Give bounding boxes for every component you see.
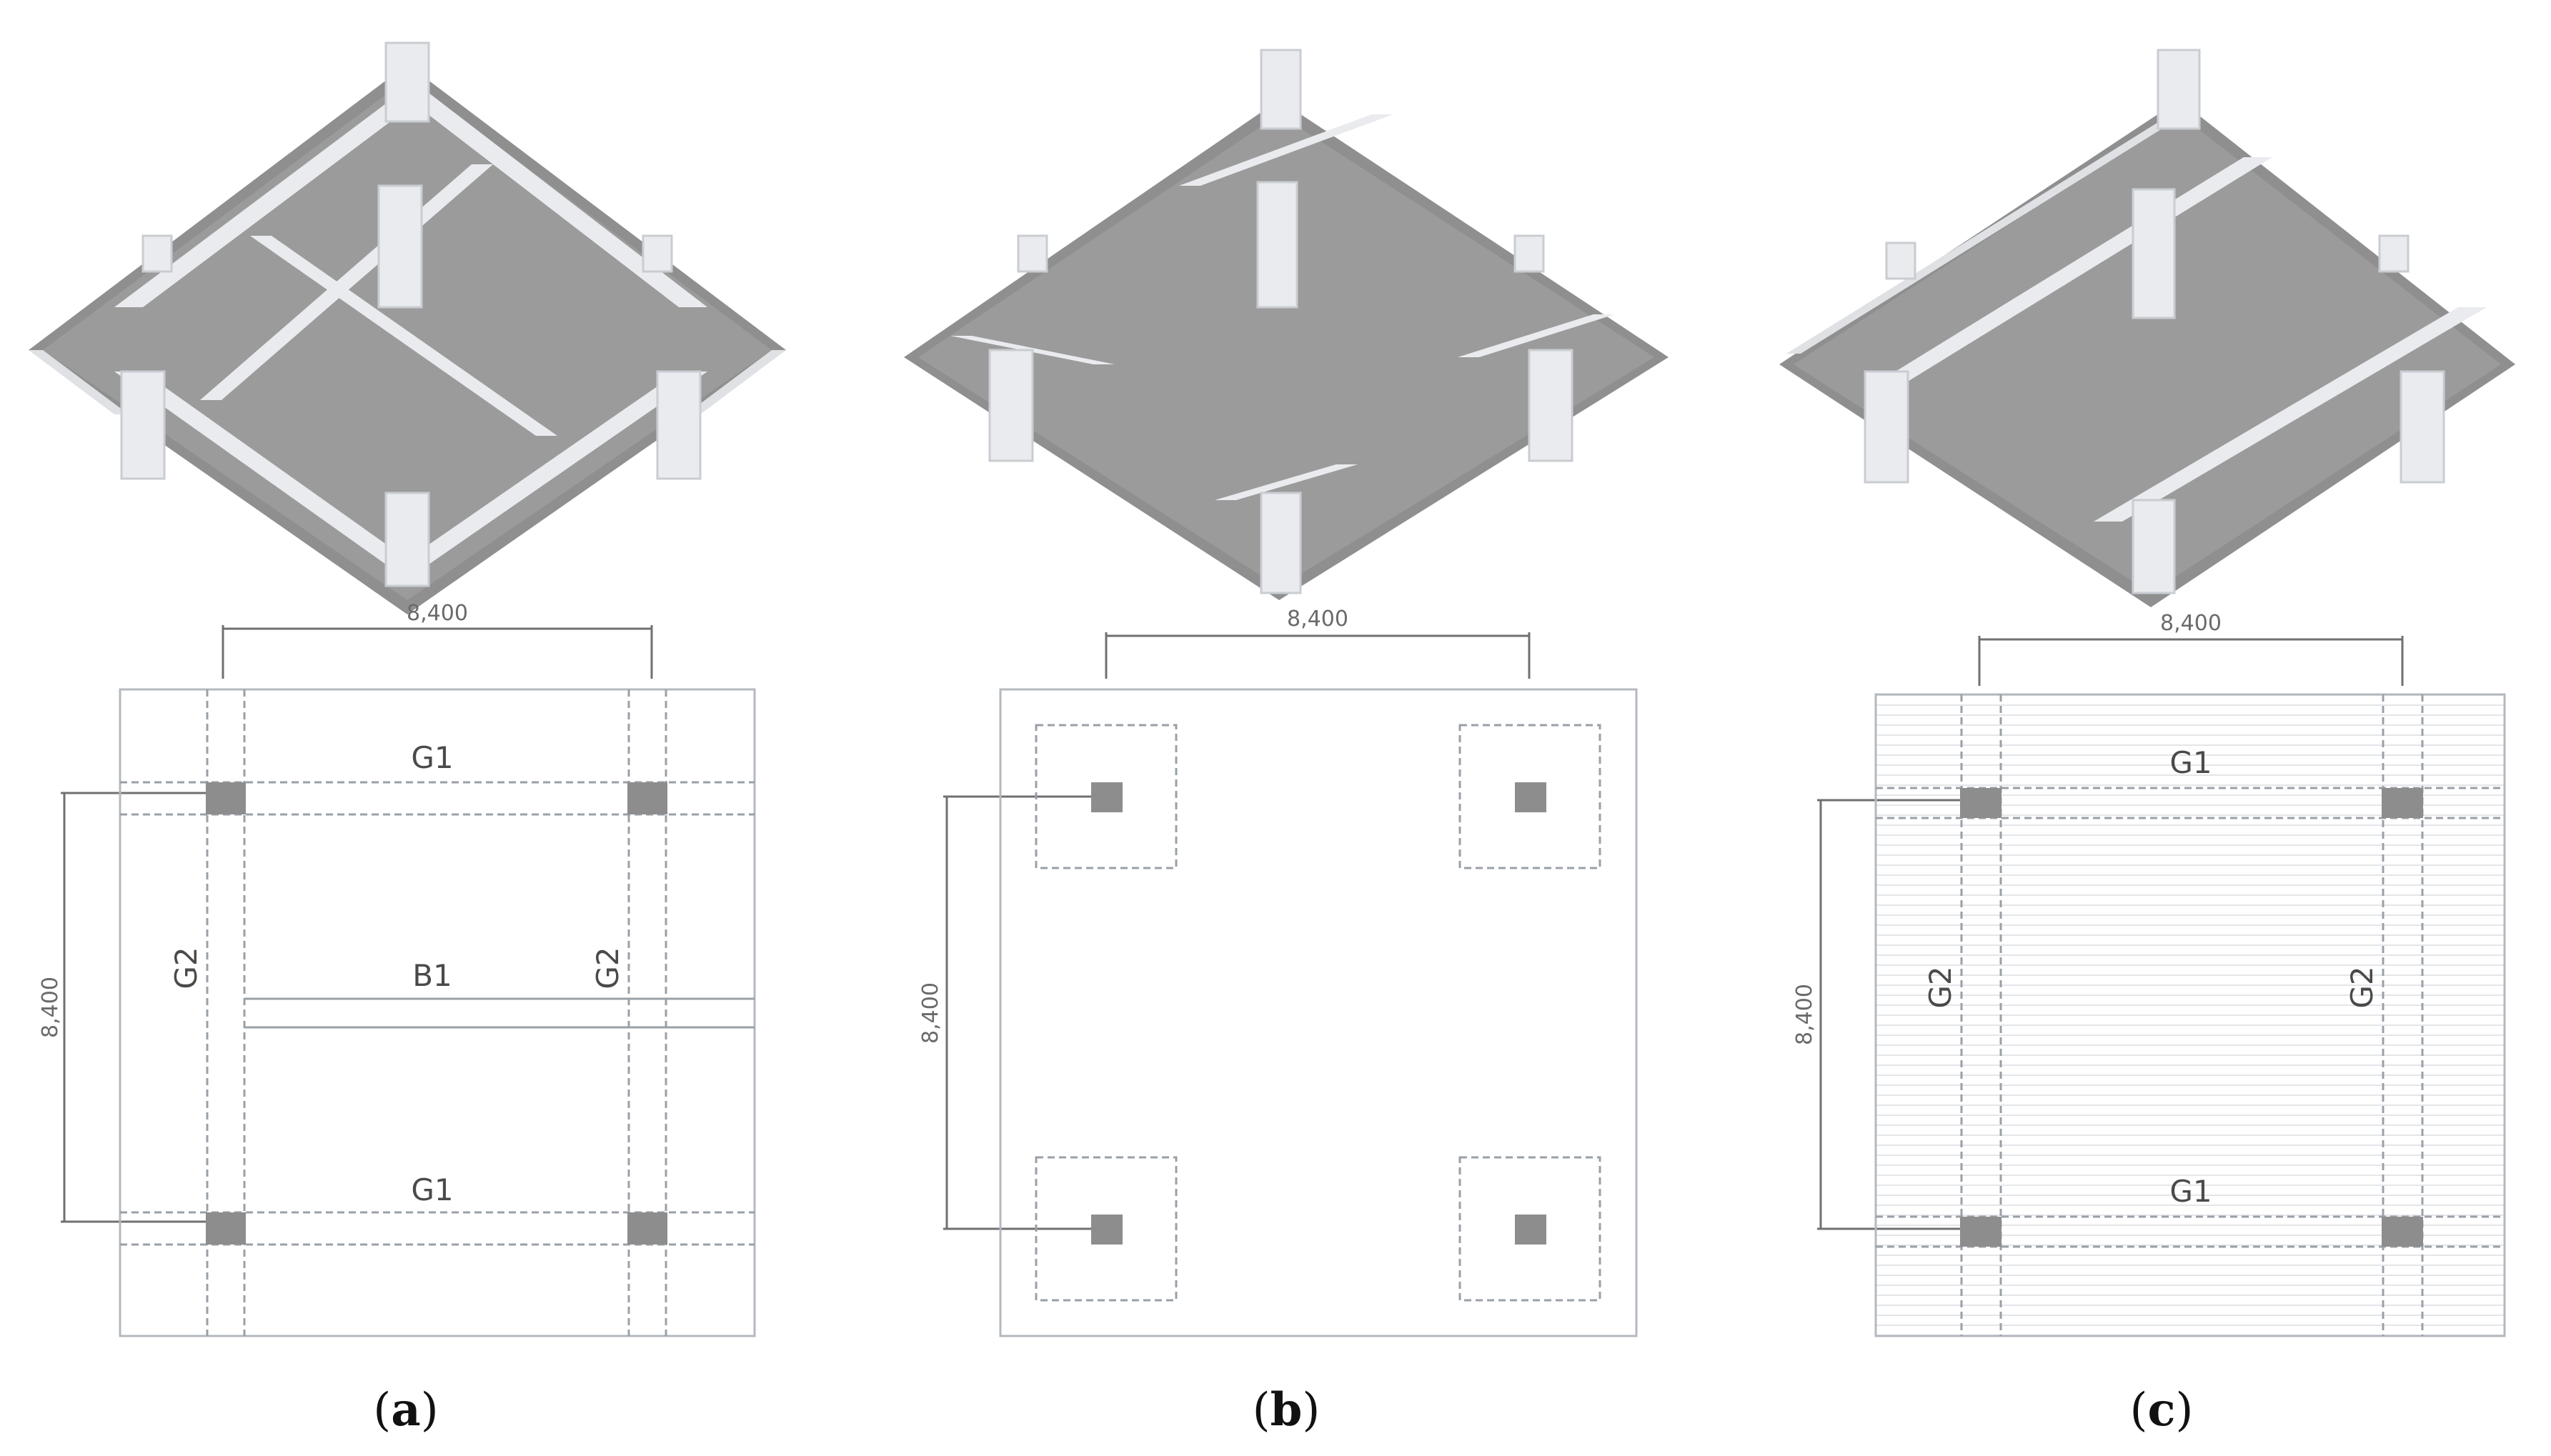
- panel-a: 8,400 8,400 G: [29, 41, 786, 1437]
- column-c-right: [2400, 370, 2445, 484]
- plan-column-c-br: [2382, 1217, 2423, 1247]
- edge-a-left: [29, 350, 129, 414]
- dim-v-label-a: 8,400: [38, 977, 63, 1038]
- beam-a-diag: [250, 236, 557, 436]
- column-c-bottom: [2132, 499, 2176, 594]
- column-a-stub-right: [642, 234, 673, 273]
- plan-column-a-br: [627, 1212, 667, 1245]
- plan-outline-a: [119, 688, 756, 1337]
- caption-b: (b): [1253, 1383, 1321, 1437]
- plan-column-b-br: [1515, 1215, 1546, 1245]
- plan-column-b-tr: [1515, 782, 1546, 812]
- plan-column-c-bl: [1960, 1217, 2001, 1247]
- column-c-stub-left: [1885, 241, 1916, 280]
- panel-c-plan-view: 8,400 8,400 G1 G1 G2: [1792, 611, 2506, 1337]
- column-b-stub-left: [1017, 234, 1048, 273]
- beam-label-c-right: G2: [2344, 966, 2380, 1008]
- strip-b-3: [1458, 314, 1615, 357]
- column-b-bottom: [1260, 492, 1302, 594]
- girder-a-4: [400, 372, 707, 564]
- panel-a-3d-view: [29, 41, 786, 614]
- strip-b-4: [1215, 464, 1358, 500]
- drop-panel-b-tl: [1035, 724, 1178, 869]
- plan-column-b-tl: [1091, 782, 1123, 812]
- drop-panel-b-tr: [1458, 724, 1601, 869]
- plan-column-c-tl: [1960, 788, 2001, 818]
- column-b-center: [1256, 181, 1298, 309]
- girder-a-3: [114, 372, 414, 564]
- beam-label-a-middle: B1: [412, 958, 452, 993]
- panel-c: 8,400 8,400 G1 G1 G2: [1779, 49, 2515, 1437]
- column-a-bottom: [384, 492, 430, 587]
- column-a-left: [120, 370, 166, 480]
- beam-label-a-bottom: G1: [411, 1172, 453, 1207]
- column-a-center: [377, 184, 423, 309]
- plan-column-c-tr: [2382, 788, 2423, 818]
- strip-b-1: [1179, 114, 1393, 186]
- dim-v-label-c: 8,400: [1792, 984, 1817, 1045]
- panel-b-plan-view: 8,400 8,400: [918, 607, 1638, 1337]
- dim-v-label-b: 8,400: [918, 982, 943, 1044]
- edge-a-right: [686, 350, 786, 414]
- dim-h-label-b: 8,400: [1287, 607, 1348, 632]
- column-b-left: [988, 349, 1034, 462]
- caption-a: (a): [373, 1383, 438, 1437]
- plan-outline-b: [999, 688, 1638, 1337]
- dim-h-label-c: 8,400: [2160, 611, 2222, 636]
- drop-panel-b-bl: [1035, 1156, 1178, 1302]
- plan-column-a-bl: [206, 1212, 246, 1245]
- column-a-stub-left: [141, 234, 173, 273]
- slab-underside-b: [918, 114, 1654, 587]
- beam-label-a-right: G2: [590, 947, 625, 989]
- column-b-right: [1528, 349, 1573, 462]
- drop-panel-b-br: [1458, 1156, 1601, 1302]
- plan-column-a-tl: [206, 782, 246, 814]
- slab-underside-c: [1794, 114, 2501, 593]
- rib-edge-c: [1786, 118, 2179, 354]
- column-b-stub-right: [1513, 234, 1545, 273]
- beam-label-a-left: G2: [169, 947, 204, 989]
- column-c-stub-right: [2378, 234, 2410, 273]
- girder-a-1: [400, 93, 707, 307]
- beam-label-a-top: G1: [411, 740, 453, 775]
- column-a-top: [384, 41, 430, 123]
- column-c-top: [2157, 49, 2201, 130]
- girder-c-2: [2094, 307, 2487, 522]
- panel-b-3d-view: [904, 49, 1669, 600]
- dim-h-label-a: 8,400: [407, 601, 468, 626]
- panel-a-plan-view: 8,400 8,400 G: [38, 601, 756, 1337]
- column-b-top: [1260, 49, 1302, 130]
- caption-c: (c): [2130, 1383, 2194, 1437]
- column-a-right: [656, 370, 702, 480]
- plan-column-b-bl: [1091, 1215, 1123, 1245]
- panel-b: 8,400 8,400 (b): [904, 49, 1669, 1437]
- column-c-left: [1864, 370, 1909, 484]
- plan-column-a-tr: [627, 782, 667, 814]
- panel-c-3d-view: [1779, 49, 2515, 607]
- plan-outline-c: [1874, 693, 2506, 1337]
- column-c-center: [2132, 188, 2176, 319]
- beam-label-c-top: G1: [2169, 745, 2212, 780]
- beam-label-c-bottom: G1: [2169, 1174, 2212, 1209]
- beam-label-c-left: G2: [1923, 966, 1958, 1008]
- girder-a-2: [114, 93, 429, 307]
